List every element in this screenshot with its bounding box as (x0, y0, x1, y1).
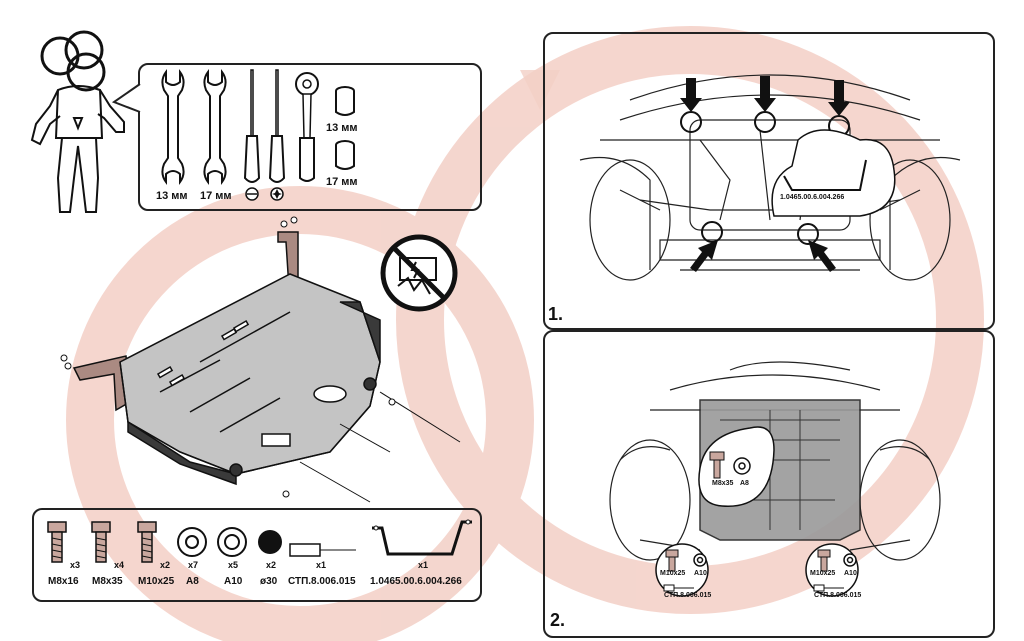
speech-pointer (111, 83, 141, 113)
socket-13-label: 13 мм (326, 122, 358, 134)
plug-30-icon (258, 530, 282, 554)
hardware-count: x5 (228, 560, 239, 570)
socket-17-label: 17 мм (326, 176, 358, 188)
washer-a8-icon (177, 527, 207, 557)
ratchet-icon (295, 72, 319, 182)
hardware-label: M8x35 (92, 576, 123, 587)
callout-left-part: СТП.8.006.015 (664, 592, 712, 599)
hardware-label: 1.0465.00.6.004.266 (370, 576, 462, 587)
callout-left-bolt: M10x25 (660, 570, 686, 577)
tools-panel (138, 63, 482, 211)
screwdriver-torx-icon (268, 69, 286, 201)
wrench-icon (203, 68, 227, 186)
hardware-count: x1 (316, 560, 327, 570)
mechanic-figure-icon (30, 30, 125, 213)
hardware-count: x4 (114, 560, 125, 570)
callout-center-bolt: M8x35 (712, 480, 734, 487)
hardware-count: x2 (160, 560, 171, 570)
step-1-car-underside (579, 74, 961, 281)
wrench-17-label: 17 мм (200, 190, 232, 202)
callout-left-washer: A10 (694, 570, 707, 577)
bolt-m8x35-icon (91, 521, 111, 563)
callout-right-washer: A10 (844, 570, 857, 577)
hardware-panel (32, 508, 482, 602)
hardware-label: A8 (186, 576, 199, 587)
hardware-label: СТП.8.006.015 (288, 576, 356, 587)
bolt-m10x25-icon (137, 521, 157, 563)
no-engine-running-icon (380, 234, 458, 312)
socket-icon (335, 140, 355, 170)
hardware-count: x7 (188, 560, 199, 570)
callout-center-washer: A8 (740, 480, 749, 487)
socket-icon (335, 86, 355, 116)
step-2-panel (543, 330, 995, 638)
bolt-m8x16-icon (47, 521, 67, 563)
hardware-count: x3 (70, 560, 81, 570)
callout-right-part: СТП.8.006.015 (814, 592, 862, 599)
hardware-count: x2 (266, 560, 277, 570)
spacer-part-icon (289, 543, 356, 557)
hardware-label: M8x16 (48, 576, 79, 587)
skid-plate-drawing (60, 216, 461, 503)
bracket-part-icon (372, 519, 472, 556)
callout-right-bolt: M10x25 (810, 570, 836, 577)
step-1-part-label: 1.0465.00.6.004.266 (780, 194, 845, 201)
screwdriver-flat-icon (243, 69, 261, 201)
step-2-number: 2. (550, 610, 566, 630)
step-1-number: 1. (548, 304, 564, 324)
hardware-label: ø30 (260, 576, 278, 587)
hardware-label: M10x25 (138, 576, 175, 587)
hardware-count: x1 (418, 560, 429, 570)
wrench-icon (161, 68, 185, 186)
washer-a10-icon (217, 527, 247, 557)
hardware-label: A10 (224, 576, 243, 587)
step-2-car-underside (609, 361, 941, 597)
step-1-panel (543, 32, 995, 330)
wrench-13-label: 13 мм (156, 190, 188, 202)
